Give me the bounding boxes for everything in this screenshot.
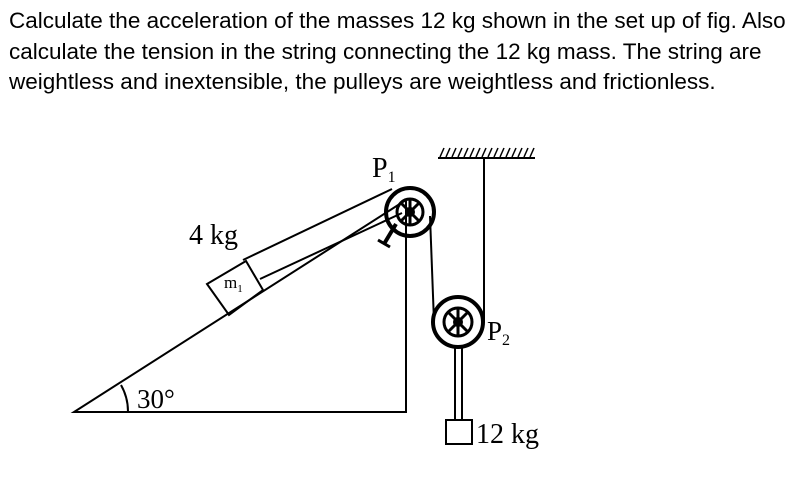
block-m1: [205, 259, 265, 317]
angle-arc: [120, 384, 130, 413]
mass2-value: 12 kg: [476, 419, 539, 450]
pulley-p2: [431, 295, 485, 349]
pulley1-label: P1: [372, 153, 396, 186]
question-text: Calculate the acceleration of the masses…: [9, 8, 786, 94]
ceiling-hatch: [439, 147, 535, 158]
pulley2-label: P2: [487, 316, 510, 349]
pulley-p1: [377, 186, 436, 249]
hanger-p2: [454, 347, 463, 420]
string-p1-to-p2: [429, 215, 435, 323]
string-incline: [242, 188, 403, 280]
angle-label: 30°: [137, 384, 175, 414]
mass1-value: 4 kg: [189, 220, 238, 251]
mass1-symbol: m1: [224, 273, 243, 295]
block-12kg: [445, 419, 473, 445]
